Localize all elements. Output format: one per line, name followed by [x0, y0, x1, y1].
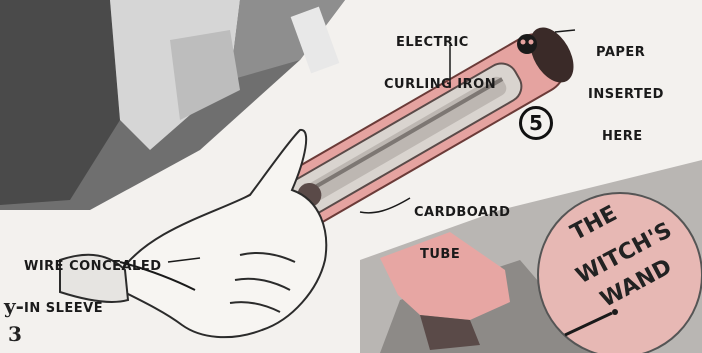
wire-concealed-label: WIRE CONCEALED IN SLEEVE — [24, 232, 162, 330]
cardboard-tube-label-line2: TUBE — [414, 248, 510, 262]
electric-curling-iron-label: ELECTRIC CURLING IRON — [384, 8, 496, 106]
paper-inserted-label-line3: HERE — [588, 130, 664, 144]
witchs-wand-sign — [538, 193, 702, 353]
page-fragment-bottom: 3 — [8, 322, 22, 346]
paper-inserted-label: PAPER INSERTED HERE — [588, 18, 664, 158]
electric-curling-iron-label-line2: CURLING IRON — [384, 78, 496, 92]
paper-inserted-label-line1: PAPER — [588, 46, 664, 60]
cardboard-tube-label: CARDBOARD TUBE — [414, 178, 510, 276]
cardboard-tube-label-line1: CARDBOARD — [414, 206, 510, 220]
page-fragment-top: y- — [4, 294, 24, 318]
wire-concealed-label-line2: IN SLEEVE — [24, 302, 162, 316]
electric-curling-iron-label-line1: ELECTRIC — [384, 36, 496, 50]
paper-inserted-label-line2: INSERTED — [588, 88, 664, 102]
figure-number-badge: 5 — [519, 106, 553, 140]
skull-symbol-icon — [517, 34, 537, 54]
wire-concealed-label-line1: WIRE CONCEALED — [24, 260, 162, 274]
